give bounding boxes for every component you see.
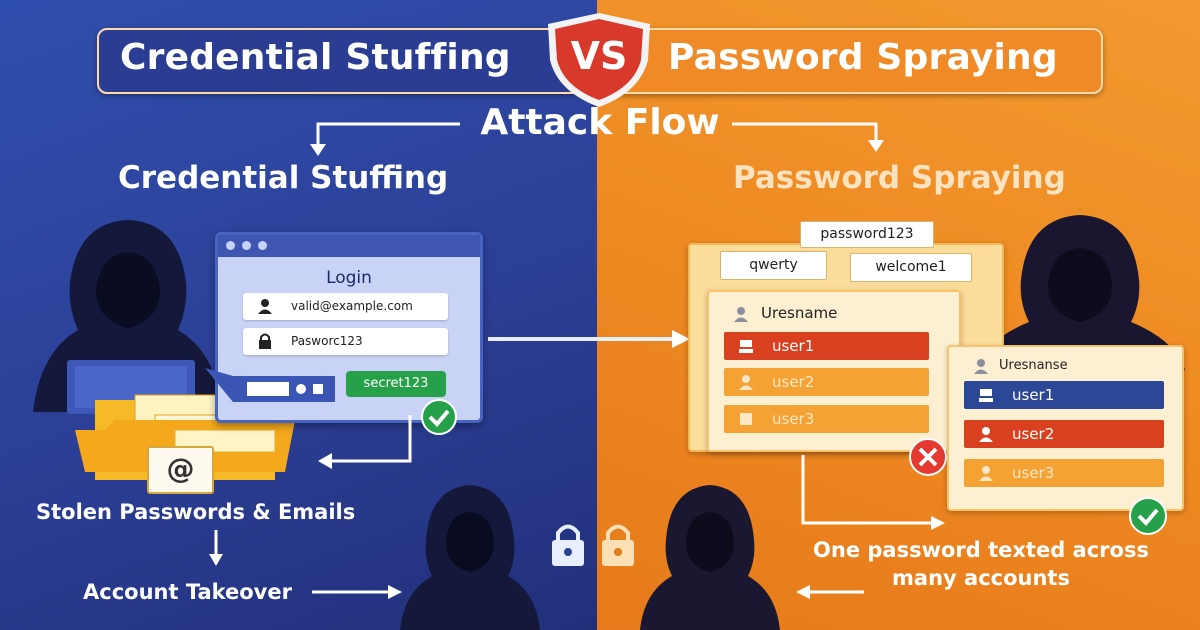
user-row[interactable]: user1 (964, 381, 1164, 409)
lock-icon (259, 333, 271, 349)
user-icon (974, 359, 988, 374)
window-dot (242, 241, 251, 250)
user-name: user1 (772, 337, 815, 355)
right-arrow (312, 585, 402, 599)
user-icon (979, 466, 993, 481)
panel-header: Uresname (761, 304, 838, 322)
hacker-icon (975, 215, 1185, 370)
user-icon (740, 413, 752, 425)
center-arrow (488, 330, 690, 348)
banner-right-title: Password Spraying (668, 37, 1058, 78)
user-name: user2 (772, 373, 815, 391)
check-icon (1129, 497, 1167, 535)
password-chip: welcome1 (850, 253, 972, 282)
user-row[interactable]: user2 (724, 368, 929, 396)
user-row[interactable]: user3 (724, 405, 929, 433)
user-row[interactable]: user1 (724, 332, 929, 360)
user-icon (258, 299, 272, 314)
shield-icon (548, 13, 650, 107)
at-symbol-card: @ (147, 446, 214, 494)
password-chip: password123 (800, 221, 934, 248)
x-icon (909, 438, 947, 476)
left-section-title: Credential Stuffing (118, 160, 449, 196)
panel-header: Uresnanse (999, 358, 1068, 373)
hacker-icon (400, 485, 540, 630)
user-name: user1 (1012, 386, 1055, 404)
window-dot (226, 241, 235, 250)
hacker-icon (640, 485, 780, 630)
login-title: Login (326, 268, 372, 288)
user-name: user2 (1012, 425, 1055, 443)
flow-split-arrows (310, 122, 884, 156)
password-chip: qwerty (720, 251, 827, 280)
stolen-caption: Stolen Passwords & Emails (36, 500, 356, 524)
user-panel-a: Uresname user1 user2 user3 (707, 290, 961, 452)
vs-label: VS (570, 34, 628, 78)
user-icon (739, 375, 753, 390)
password-field[interactable]: Pasworc123 (243, 328, 448, 355)
email-value: valid@example.com (291, 299, 413, 313)
right-section-title: Password Spraying (733, 160, 1066, 196)
user-panel-b: Uresnanse user1 user2 user3 (947, 345, 1184, 511)
secret-chip: secret123 (346, 371, 446, 397)
lock-icon (602, 524, 634, 566)
user-icon (979, 427, 993, 442)
window-dot (258, 241, 267, 250)
return-arrow (318, 415, 412, 469)
email-field[interactable]: valid@example.com (243, 293, 448, 320)
user-name: user3 (772, 410, 815, 428)
lock-icon (552, 524, 584, 566)
check-icon (421, 399, 457, 435)
down-right-arrow (801, 455, 945, 530)
user-icon (739, 340, 753, 353)
user-row[interactable]: user2 (964, 420, 1164, 448)
user-icon (979, 389, 993, 402)
password-value: Pasworc123 (291, 334, 363, 348)
login-window: Login valid@example.com Pasworc123 secre… (215, 232, 483, 423)
down-arrow (209, 530, 223, 566)
left-arrow (796, 585, 864, 599)
spraying-caption: One password texted across many accounts (813, 538, 1149, 590)
key-card-icon (205, 368, 335, 402)
user-name: user3 (1012, 464, 1055, 482)
window-titlebar (218, 235, 480, 257)
takeover-caption: Account Takeover (83, 580, 292, 604)
attack-flow-title: Attack Flow (480, 102, 720, 143)
user-row[interactable]: user3 (964, 459, 1164, 487)
user-icon (734, 307, 748, 322)
banner-left-title: Credential Stuffing (120, 37, 511, 78)
